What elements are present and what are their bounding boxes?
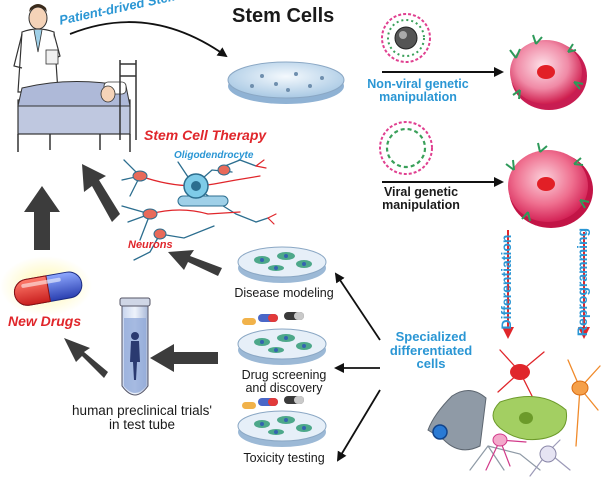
differentiation-label: Differentiation: [498, 234, 514, 330]
oligodendrocyte-label: Oligodendrocyte: [174, 150, 254, 161]
specialized-cells-label: Specialized differentiated cells: [389, 329, 473, 372]
toxicity-testing-label: Toxicity testing: [243, 451, 325, 465]
arrow-therapy-to-bed: [82, 164, 120, 222]
gray-arrows: [24, 164, 222, 378]
capsules-toxicity: [242, 396, 304, 409]
dish-toxicity: [237, 396, 327, 447]
dish-disease-modeling: [237, 246, 327, 283]
specialized-cells-illustration: [427, 349, 601, 477]
cell-top: [509, 34, 587, 110]
viral-vector: [379, 121, 433, 175]
new-drugs-pill: [0, 256, 92, 316]
arrow-screening-to-tube: [150, 344, 218, 372]
human-figure-icon: [130, 332, 140, 380]
diagram-title: Stem Cells: [232, 5, 335, 27]
arrow-pill-to-bed: [24, 186, 60, 250]
neurons-label: Neurons: [128, 239, 173, 251]
arrow-modeling-to-neurons: [168, 250, 222, 276]
doctor-bed-illustration: [13, 4, 137, 152]
neurons-illustration: [121, 159, 277, 261]
disease-modeling-label: Disease modeling: [234, 286, 334, 300]
new-drugs-label: New Drugs: [8, 313, 82, 329]
arrow-tube-to-drugs: [64, 338, 108, 378]
arrow-patient-to-dish: [69, 21, 228, 58]
cell-bottom: [505, 142, 593, 228]
stem-cell-petri-dish: [227, 61, 345, 104]
drug-screening-label: Drug screening and discovery: [241, 368, 327, 396]
reprogramming-label: Reprogramming: [574, 227, 590, 337]
dish-drug-screening: [237, 312, 327, 365]
capsules-screening: [242, 312, 304, 325]
preclinical-trials-label: human preclinical trials' in test tube: [72, 403, 212, 433]
test-tube: [119, 297, 151, 396]
arrows-cells-to-dishes: [334, 272, 381, 462]
stem-cell-therapy-label: Stem Cell Therapy: [144, 127, 267, 143]
viral-label: Viral genetic manipulation: [382, 185, 460, 213]
non-viral-vector: [381, 13, 431, 63]
non-viral-label: Non-viral genetic manipulation: [367, 77, 469, 105]
